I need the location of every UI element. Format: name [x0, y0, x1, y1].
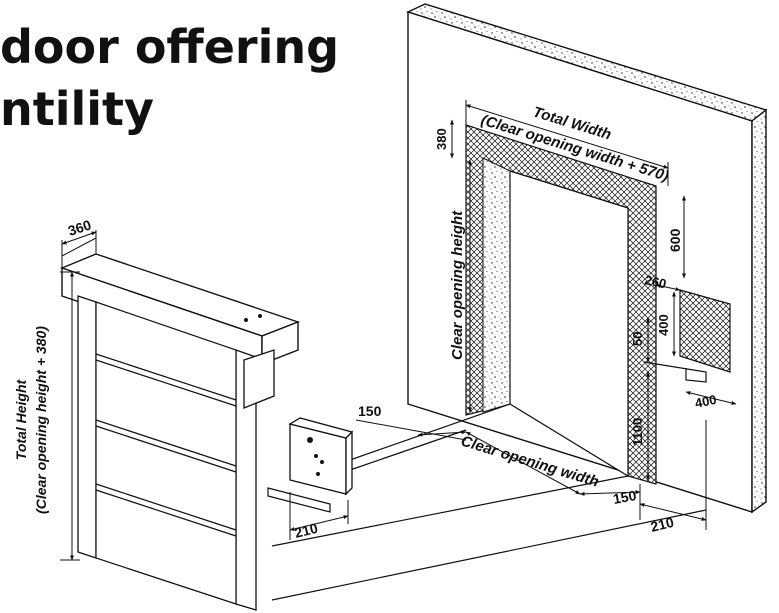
panel-bracket [643, 361, 707, 383]
control-panel-recess [679, 289, 731, 373]
clear-opening-height-label: Clear opening height [449, 210, 466, 360]
control-box [267, 417, 354, 513]
total-height-label: Total Height [13, 378, 29, 460]
dim-right-clearance: 150 [612, 487, 638, 507]
left-guide [77, 295, 97, 559]
dim-side-margin-top: 600 [667, 228, 683, 252]
wall-side-face [751, 108, 767, 514]
door-unit [60, 253, 301, 611]
dim-right-depth: 210 [649, 514, 676, 535]
dim-control-panel-height: 400 [656, 314, 671, 336]
dim-top-allowance: 380 [434, 128, 449, 150]
floor-lines [271, 403, 707, 601]
dim-control-panel-offset: 260 [643, 272, 667, 291]
headline-line-1: door offering [0, 20, 340, 74]
dim-control-panel-width: 400 [694, 392, 718, 411]
door-curtain [95, 301, 237, 605]
dim-control-panel-elevation: 1100 [630, 418, 645, 446]
opening-left-reveal [482, 157, 511, 413]
right-guide-box [243, 349, 275, 409]
dim-control-box-depth: 210 [293, 520, 320, 541]
dim-control-panel-gap: 50 [630, 332, 645, 346]
dim-header-depth: 360 [66, 216, 93, 239]
door-dimension-lines [60, 230, 349, 561]
dim-left-clearance: 150 [358, 403, 382, 419]
total-height-formula: (Clear opening height + 380) [33, 326, 49, 514]
curtain-bars [95, 353, 237, 537]
headline-line-2: ntility [0, 82, 155, 136]
